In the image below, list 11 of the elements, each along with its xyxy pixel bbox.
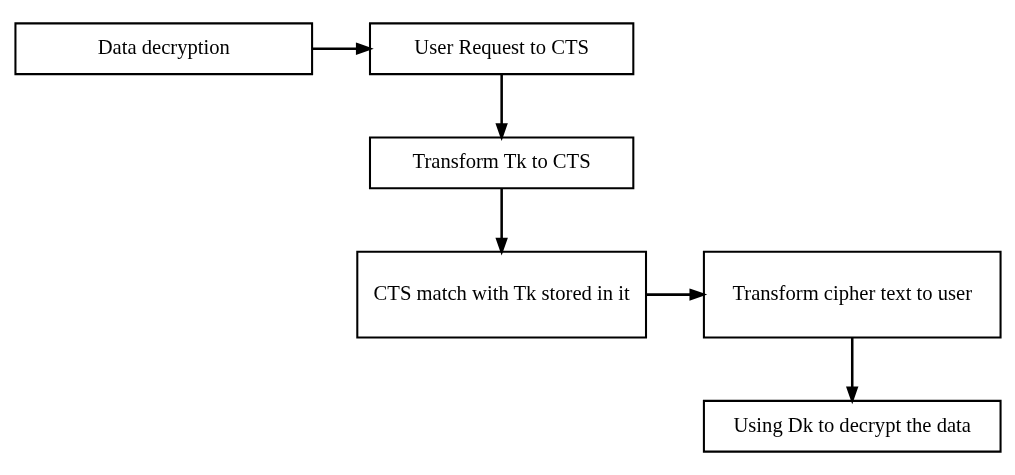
arrow bbox=[311, 42, 374, 55]
arrow bbox=[494, 74, 508, 141]
node-box: Transform cipher text to user bbox=[702, 250, 1002, 339]
node-box: CTS match with Tk stored in it bbox=[355, 250, 647, 339]
arrow bbox=[845, 337, 858, 405]
node-box: User Request to CTS bbox=[368, 22, 634, 76]
node-box: Transform Tk to CTS bbox=[368, 136, 634, 190]
arrow bbox=[645, 288, 707, 301]
arrow bbox=[494, 188, 508, 256]
node-box: Using Dk to decrypt the data bbox=[702, 399, 1002, 453]
node-box: Data decryption bbox=[13, 22, 313, 76]
